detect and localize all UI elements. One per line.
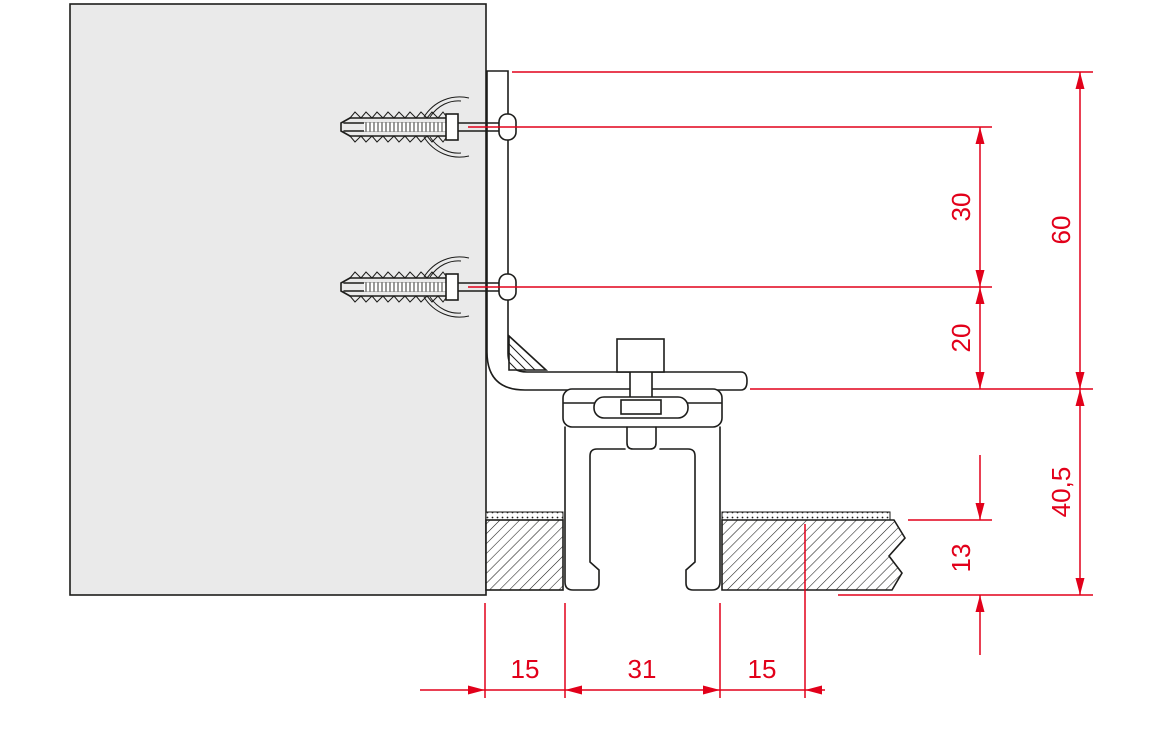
- arrow-up: [975, 595, 985, 612]
- ceiling-panel-right: [721, 519, 906, 591]
- dimension-anchor-spacing-30: 30: [946, 127, 985, 287]
- mounting-bracket: [486, 70, 748, 391]
- dimensions-layer: 30 20 60 40,5 13: [420, 71, 1093, 698]
- dim-text-31: 31: [628, 654, 657, 684]
- dim-text-30: 30: [946, 193, 976, 222]
- arrow-down: [975, 270, 985, 287]
- dimension-anchor-to-flange-20: 20: [946, 287, 985, 389]
- suspended-ceiling: [485, 511, 906, 591]
- arrow-up: [975, 287, 985, 304]
- arrow-up: [1075, 389, 1085, 406]
- dim-text-40-5: 40,5: [1046, 467, 1076, 518]
- track-body-right: [659, 426, 721, 591]
- dim-text-15-left: 15: [511, 654, 540, 684]
- dimension-chain-bottom: 15 31 15: [420, 524, 825, 698]
- bottom-extension-lines: [484, 524, 806, 698]
- arrow-down: [975, 503, 985, 520]
- track-screw-channel: [626, 426, 657, 450]
- arrow-down: [1075, 578, 1085, 595]
- arrow-up: [975, 127, 985, 144]
- dimension-panel-thickness-13: 13: [946, 455, 985, 655]
- dimension-overall-height-60: 60: [1046, 72, 1085, 389]
- gusset-hatch: [508, 343, 536, 371]
- dim-text-60: 60: [1046, 216, 1076, 245]
- corner-gusset: [508, 334, 549, 371]
- seal-strip-left: [485, 511, 564, 521]
- arrow-left: [805, 685, 822, 695]
- track-profile: [562, 338, 723, 591]
- arrow-right: [468, 685, 485, 695]
- arrow-down: [975, 372, 985, 389]
- dimension-track-drop-40-5: 40,5: [1046, 389, 1085, 595]
- clamp-block: [616, 338, 665, 373]
- arrow-left: [565, 685, 582, 695]
- dim-text-13: 13: [946, 544, 976, 573]
- dim-text-20: 20: [946, 324, 976, 353]
- bolt-head: [620, 399, 662, 415]
- arrow-up: [1075, 72, 1085, 89]
- dim-text-15-right: 15: [748, 654, 777, 684]
- arrow-down: [1075, 372, 1085, 389]
- ceiling-panel-left: [485, 519, 564, 591]
- seal-strip-right: [721, 511, 891, 521]
- arrow-right: [703, 685, 720, 695]
- wall-section: [69, 3, 487, 596]
- track-body-left: [564, 426, 626, 591]
